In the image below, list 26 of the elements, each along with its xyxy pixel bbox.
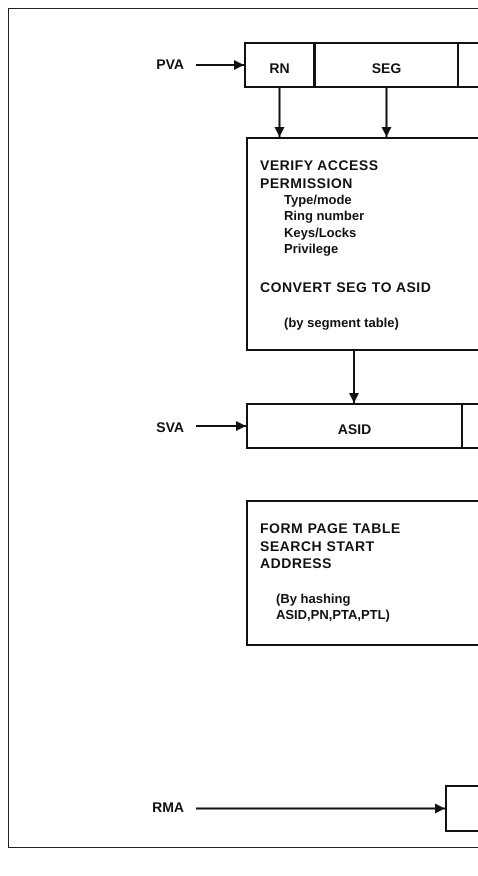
step-heading: VERIFY ACCESS PERMISSION bbox=[260, 157, 380, 192]
register-field bbox=[457, 42, 478, 88]
arrow bbox=[196, 60, 244, 70]
signal-label: SVA bbox=[120, 415, 184, 439]
arrow bbox=[349, 351, 359, 403]
register-field: ASID bbox=[246, 403, 463, 449]
arrow bbox=[382, 88, 392, 137]
detail-text: Ring number bbox=[283, 208, 366, 224]
step-heading: FORM PAGE TABLE SEARCH START ADDRESS bbox=[260, 520, 402, 572]
register-field bbox=[461, 403, 478, 449]
arrow bbox=[274, 88, 284, 137]
register-field: RN bbox=[244, 42, 315, 88]
detail-text: Keys/Locks bbox=[283, 224, 358, 241]
register-field bbox=[445, 785, 478, 832]
signal-label: PVA bbox=[120, 52, 184, 76]
detail-text: Privilege bbox=[283, 240, 340, 257]
signal-label: RMA bbox=[120, 795, 184, 819]
arrow bbox=[196, 421, 246, 431]
detail-text: Type/mode bbox=[283, 192, 353, 208]
process-box bbox=[246, 500, 478, 646]
detail-text: (By hashing ASID,PN,PTA,PTL) bbox=[275, 590, 391, 623]
detail-text: (by segment table) bbox=[283, 314, 400, 331]
step-heading: CONVERT SEG TO ASID bbox=[260, 279, 432, 296]
process-box bbox=[246, 137, 478, 351]
arrow bbox=[196, 804, 445, 814]
register-field: SEG bbox=[314, 42, 459, 88]
